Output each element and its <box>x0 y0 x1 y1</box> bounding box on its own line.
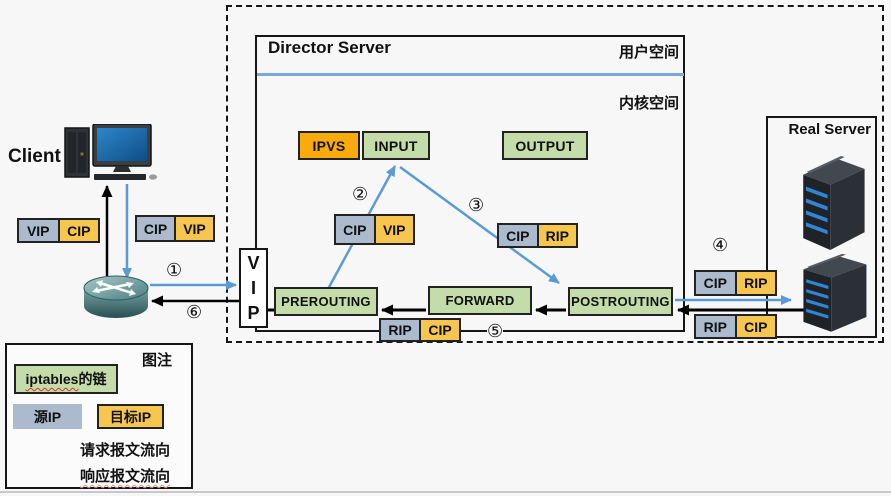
step-4-badge: ④ <box>712 235 729 255</box>
postrouting-chain-box: POSTROUTING <box>568 287 673 316</box>
legend-source-ip-swatch: 源IP <box>13 404 82 429</box>
packet-dst-ip: CIP <box>419 320 459 340</box>
step-3-badge: ③ <box>468 195 485 215</box>
director-server-title: Director Server <box>268 38 391 57</box>
vip-gateway-box: V I P <box>239 248 268 328</box>
user-space-label: 用户空间 <box>618 44 679 61</box>
forward-chain-box: FORWARD <box>428 286 532 315</box>
client-computer-icon <box>64 124 157 180</box>
packet-box-client-response: VIP CIP <box>17 218 100 243</box>
packet-box-to-realserver-request: CIP RIP <box>694 270 777 296</box>
router-icon <box>83 275 149 318</box>
packet-box-routed-request: CIP RIP <box>497 223 578 248</box>
step-1-badge: ① <box>166 260 183 280</box>
prerouting-chain-box: PREROUTING <box>274 287 378 316</box>
step-2-badge: ② <box>352 184 369 204</box>
output-chain-box: OUTPUT <box>502 131 588 160</box>
packet-src-ip: CIP <box>137 217 174 240</box>
director-server-box <box>255 35 685 332</box>
packet-box-client-request: CIP VIP <box>135 215 215 242</box>
packet-dst-ip: CIP <box>57 220 98 241</box>
real-server-title: Real Server <box>788 121 871 138</box>
legend-title: 图注 <box>142 352 173 369</box>
request-arrow-input-to-postrouting <box>399 165 560 285</box>
vip-letter-i: I <box>250 277 256 298</box>
packet-box-director-response: RIP CIP <box>379 318 461 342</box>
packet-dst-ip: RIP <box>536 225 576 246</box>
packet-dst-ip: RIP <box>734 272 775 294</box>
director-outer-dashed-boundary <box>226 5 884 343</box>
legend-chain-label-en: iptables <box>25 371 79 387</box>
bottom-divider-strip <box>0 491 891 493</box>
ipvs-box: IPVS <box>298 131 360 160</box>
kernel-space-label: 内核空间 <box>618 95 679 112</box>
packet-dst-ip: VIP <box>373 216 413 243</box>
real-server-icon-1 <box>803 155 865 251</box>
packet-box-from-realserver-response: RIP CIP <box>694 314 777 339</box>
input-chain-box: INPUT <box>362 131 430 160</box>
packet-src-ip: VIP <box>19 220 58 241</box>
client-label: Client <box>8 146 61 167</box>
real-server-box <box>766 116 877 338</box>
step-5-badge: ⑤ <box>487 321 504 341</box>
real-server-icon-2 <box>803 253 867 332</box>
packet-dst-ip: CIP <box>734 316 775 337</box>
legend-chain-label-zh: 的链 <box>78 371 107 387</box>
packet-src-ip: RIP <box>381 320 419 340</box>
packet-box-input-request: CIP VIP <box>334 214 415 245</box>
vip-letter-p: P <box>247 302 260 323</box>
packet-src-ip: CIP <box>336 216 374 243</box>
packet-src-ip: CIP <box>499 225 537 246</box>
legend-dest-ip-swatch: 目标IP <box>97 404 164 429</box>
packet-dst-ip: VIP <box>174 217 213 240</box>
packet-src-ip: RIP <box>696 316 735 337</box>
vip-letter-v: V <box>247 252 260 273</box>
legend-response-flow-label: 响应报文流向 <box>80 468 171 485</box>
step-6-badge: ⑥ <box>186 302 203 322</box>
user-kernel-divider-line <box>257 73 684 76</box>
packet-src-ip: CIP <box>696 272 735 294</box>
legend-request-flow-label: 请求报文流向 <box>80 442 171 459</box>
